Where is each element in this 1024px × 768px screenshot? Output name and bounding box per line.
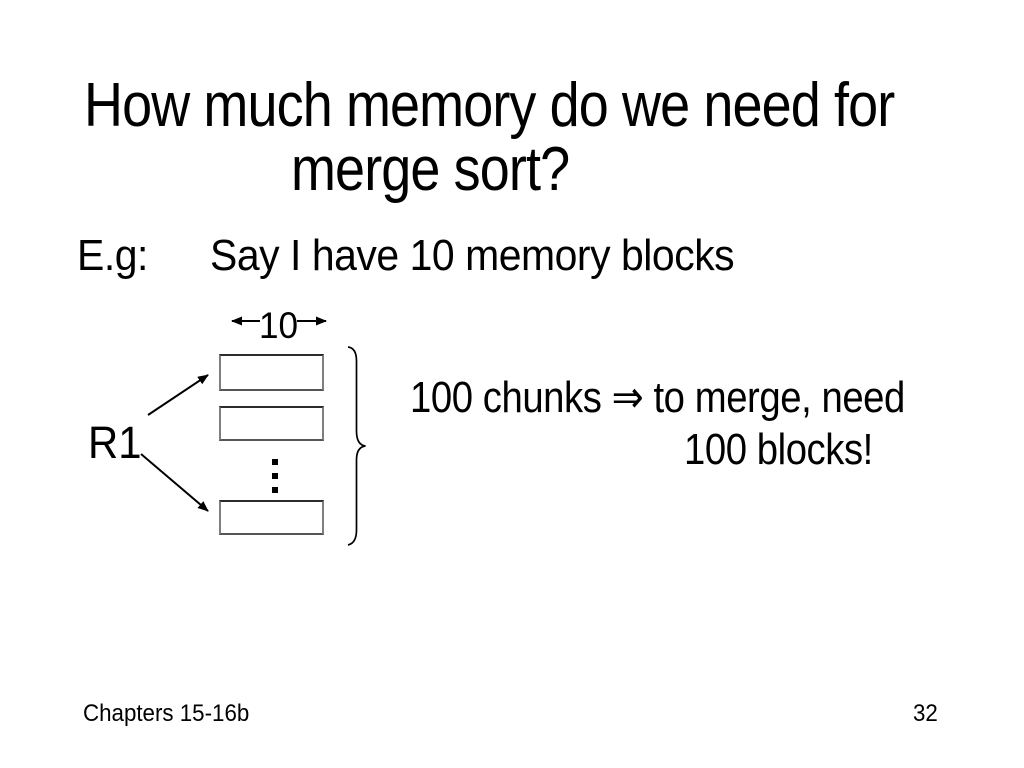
relation-label: R1 [88, 417, 142, 468]
slide-title-line-1: How much memory do we need for [84, 71, 895, 140]
ellipsis-dot [272, 487, 278, 493]
memory-block-1 [219, 354, 324, 391]
right-brace-icon [347, 346, 366, 546]
ellipsis-dot [272, 473, 278, 479]
annotation-line-1: 100 chunks ⇒ to merge, need [410, 373, 905, 422]
footer-title: Chapters 15-16b [83, 700, 250, 727]
block-width-label: 10 [259, 305, 299, 346]
example-prefix: E.g: [77, 231, 148, 280]
example-text: Say I have 10 memory blocks [210, 231, 735, 280]
memory-block-3 [219, 500, 324, 535]
vertical-ellipsis-icon [272, 459, 278, 493]
ellipsis-dot [272, 459, 278, 465]
r1-to-top-block-arrow-icon [147, 374, 209, 416]
page-number: 32 [913, 700, 938, 727]
r1-to-bottom-block-arrow-icon [140, 453, 209, 512]
memory-block-2 [219, 406, 324, 441]
annotation-line-2: 100 blocks! [684, 425, 873, 474]
slide-title-line-2: merge sort? [291, 135, 570, 204]
